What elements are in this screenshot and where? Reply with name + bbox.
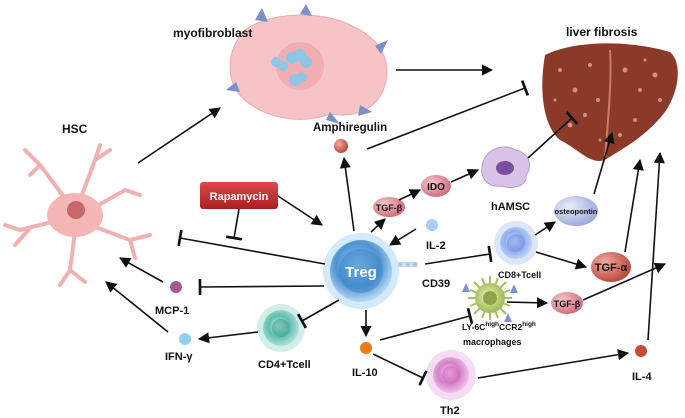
rapamycin-box: Rapamycin	[200, 182, 278, 209]
inhibit-rapamycin-line	[225, 208, 243, 241]
treg-label: Treg	[345, 264, 377, 281]
arrow-tgfa-liver	[624, 158, 644, 253]
il4-dot	[635, 345, 647, 357]
inhibit-amphiregulin-liver	[366, 80, 530, 150]
rapamycin-label: Rapamycin	[210, 191, 269, 203]
arrow-hsc-myofib	[137, 107, 221, 164]
arrow-osteopontin-liver	[593, 131, 615, 195]
inhibit-treg-cd4	[296, 299, 340, 329]
arrow-ido-hamsc	[450, 168, 480, 183]
ly6c-label: LY-6ChighCCR2high	[462, 321, 536, 332]
ly6c-text-b: CCR2	[499, 322, 522, 332]
arrow-mcp1-hsc	[119, 257, 164, 283]
cd39-molecule	[396, 262, 418, 267]
macrophages-label: macrophages	[463, 337, 522, 347]
ly6c-sup-2: high	[522, 321, 536, 328]
osteopontin-pill	[554, 196, 598, 226]
inhibit-il10-th2	[372, 353, 428, 386]
cd4-label: CD4+Tcell	[258, 359, 311, 371]
tgf-beta-pill-1	[373, 197, 405, 217]
ly6c-text-a: LY-6C	[462, 322, 485, 332]
cd39-label: CD39	[422, 278, 450, 290]
il2-label: IL-2	[426, 240, 446, 252]
inhibit-il10-macrophage	[379, 307, 474, 341]
arrow-cd8-osteopontin	[534, 221, 556, 236]
ido-pill	[421, 175, 451, 197]
cd8-tcell	[494, 221, 538, 265]
inhibit-treg-hsc	[177, 229, 326, 265]
hsc-label: HSC	[62, 122, 88, 136]
hamsc-label: hAMSC	[491, 201, 530, 213]
th2-cell	[426, 350, 476, 400]
inhibit-hamsc-liver	[527, 111, 579, 159]
inhibit-cd39-cd8	[424, 245, 493, 265]
arrow-il4-liver	[647, 151, 665, 341]
arrow-cd8-tgfa	[535, 251, 588, 270]
myofibroblast-label: myofibroblast	[173, 26, 252, 40]
inhibit-treg-mcp1	[198, 278, 325, 296]
arrow-rapamycin-treg	[277, 195, 323, 226]
il10-label: IL-10	[352, 367, 378, 379]
treg-cell	[323, 233, 399, 309]
ifng-dot	[179, 333, 191, 345]
arrow-treg-tgfb	[370, 218, 386, 233]
tgf-beta-pill-2	[551, 292, 583, 314]
ifng-label: IFN-γ	[165, 351, 193, 363]
hsc-cell	[3, 143, 152, 287]
th2-label: Th2	[440, 405, 460, 417]
mcp1-dot	[170, 281, 182, 293]
il2-dot	[426, 219, 438, 231]
arrow-cd4-ifng	[197, 331, 259, 344]
mcp1-label: MCP-1	[155, 305, 189, 317]
il10-dot	[360, 342, 372, 354]
tgf-beta-label-1: TGF-β	[376, 203, 403, 213]
arrow-tgfb-ido	[398, 189, 422, 201]
arrows	[105, 64, 667, 386]
arrow-il2-treg	[389, 228, 417, 246]
ly6c-sup-1: high	[485, 321, 499, 328]
liver-organ	[542, 43, 678, 161]
tgf-alpha-label: TGF-α	[595, 262, 628, 274]
arrow-tgfb-liver-path	[582, 262, 667, 301]
arrow-treg-amphiregulin	[339, 156, 355, 232]
liver-fibrosis-label: liver fibrosis	[566, 25, 638, 39]
cd4-tcell	[257, 304, 305, 352]
tgf-beta-label-2: TGF-β	[554, 299, 581, 309]
myofibroblast-cell	[226, 4, 388, 124]
amphiregulin-label: Amphiregulin	[313, 122, 387, 134]
macrophage-cell	[462, 276, 518, 322]
tgf-alpha-pill	[591, 252, 631, 282]
hamsc-cell	[481, 146, 530, 189]
il4-label: IL-4	[632, 371, 652, 383]
cd8-label: CD8+Tcell	[498, 270, 541, 280]
osteopontin-label: osteopontin	[555, 207, 598, 216]
amphiregulin-dot	[334, 139, 348, 153]
arrow-macrophage-tgfb	[506, 297, 549, 309]
arrow-ifng-hsc	[105, 281, 169, 333]
arrow-th2-il4	[477, 349, 630, 379]
ido-label: IDO	[427, 182, 445, 193]
